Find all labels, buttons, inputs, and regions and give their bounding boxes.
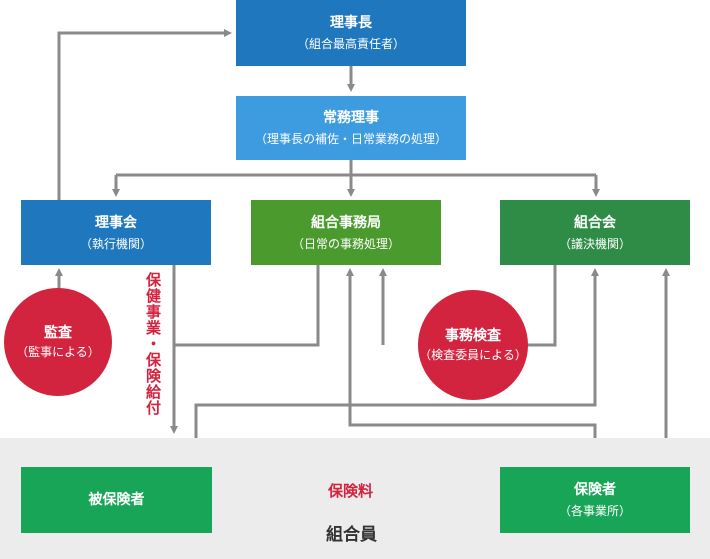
- employer-box: 保険者 （各事業所）: [500, 467, 690, 533]
- office-subtitle: （日常の事務処理）: [291, 236, 400, 251]
- board-title: 理事会: [95, 214, 137, 231]
- line-assembly-to-inspection: [525, 265, 557, 347]
- benefits-label: 保健事業・保険給付: [144, 272, 162, 416]
- chairman-subtitle: （組合最高責任者）: [296, 37, 405, 51]
- audit-title: 監査: [44, 325, 72, 341]
- arrow-board-to-chairman: [57, 29, 232, 200]
- board-box: 理事会 （執行機関）: [21, 200, 211, 265]
- assembly-subtitle: （議決機関）: [558, 236, 631, 251]
- office-box: 組合事務局 （日常の事務処理）: [251, 200, 441, 265]
- members-label: 組合員: [326, 525, 377, 545]
- inspection-title: 事務検査: [445, 328, 501, 344]
- chairman-title: 理事長: [330, 15, 372, 31]
- arrow-insured-to-assembly: [194, 268, 599, 438]
- assembly-box: 組合会 （議決機関）: [500, 200, 690, 265]
- arrow-members-to-office: [346, 268, 597, 438]
- chairman-box: 理事長 （組合最高責任者）: [236, 0, 466, 66]
- employer-title: 保険者: [574, 482, 616, 498]
- insured-box: 被保険者: [21, 467, 212, 533]
- audit-subtitle: （監事による）: [16, 345, 100, 359]
- board-subtitle: （執行機関）: [79, 236, 152, 251]
- managing-director-box: 常務理事 （理事長の補佐・日常業務の処理）: [236, 96, 466, 160]
- premium-label: 保険料: [328, 482, 374, 500]
- line-office-to-board: [174, 265, 320, 347]
- employer-subtitle: （各事業所）: [558, 504, 631, 518]
- office-title: 組合事務局: [311, 214, 381, 231]
- inspection-subtitle: （検査委員による）: [419, 348, 527, 362]
- inspection-circle: 事務検査 （検査委員による）: [418, 290, 528, 400]
- managing-director-title: 常務理事: [323, 110, 379, 126]
- assembly-title: 組合会: [574, 214, 616, 231]
- insured-title: 被保険者: [88, 492, 145, 508]
- audit-circle: 監査 （監事による）: [4, 288, 112, 396]
- managing-director-subtitle: （理事長の補佐・日常業務の処理）: [254, 132, 447, 146]
